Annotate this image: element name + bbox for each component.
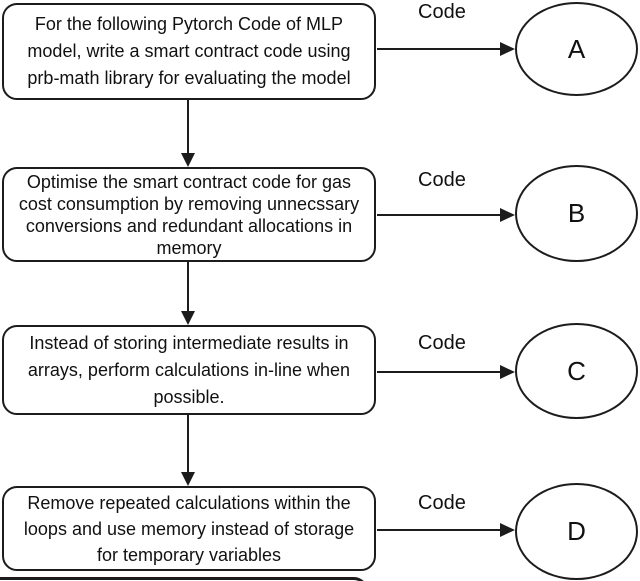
ellipse-b: B [515,165,638,262]
code-arrow-3-line [377,371,501,373]
ellipse-a: A [515,2,638,96]
process-box-4: Remove repeated calculations within the … [2,486,376,571]
arrowhead-right-icon [500,365,515,379]
partial-process-box-5 [0,577,368,581]
arrowhead-right-icon [500,208,515,222]
arrowhead-down-icon [181,153,195,167]
code-label-1: Code [418,1,466,23]
arrowhead-right-icon [500,523,515,537]
code-arrow-1-line [377,48,501,50]
code-arrow-4-line [377,529,501,531]
ellipse-b-label: B [567,198,586,228]
code-label-2: Code [418,169,466,191]
process-box-3: Instead of storing intermediate results … [2,325,376,415]
arrowhead-right-icon [500,42,515,56]
ellipse-c: C [515,323,638,419]
code-label-4: Code [418,492,466,514]
arrowhead-down-icon [181,311,195,325]
ellipse-d-label: D [567,516,586,546]
code-label-3: Code [418,332,466,354]
ellipse-c-label: C [567,355,586,386]
process-box-2: Optimise the smart contract code for gas… [2,167,376,262]
flow-arrow-1-line [187,100,189,153]
code-arrow-2-line [377,214,501,216]
arrowhead-down-icon [181,472,195,486]
ellipse-a-label: A [567,33,586,64]
flow-arrow-3-line [187,415,189,472]
process-box-1-text: For the following Pytorch Code of MLP mo… [27,14,351,88]
process-box-1: For the following Pytorch Code of MLP mo… [2,3,376,100]
process-box-4-text: Remove repeated calculations within the … [23,492,355,565]
process-box-3-text: Instead of storing intermediate results … [27,332,351,407]
ellipse-d: D [515,483,638,580]
flow-arrow-2-line [187,262,189,311]
process-box-2-text: Optimise the smart contract code for gas… [18,171,360,258]
